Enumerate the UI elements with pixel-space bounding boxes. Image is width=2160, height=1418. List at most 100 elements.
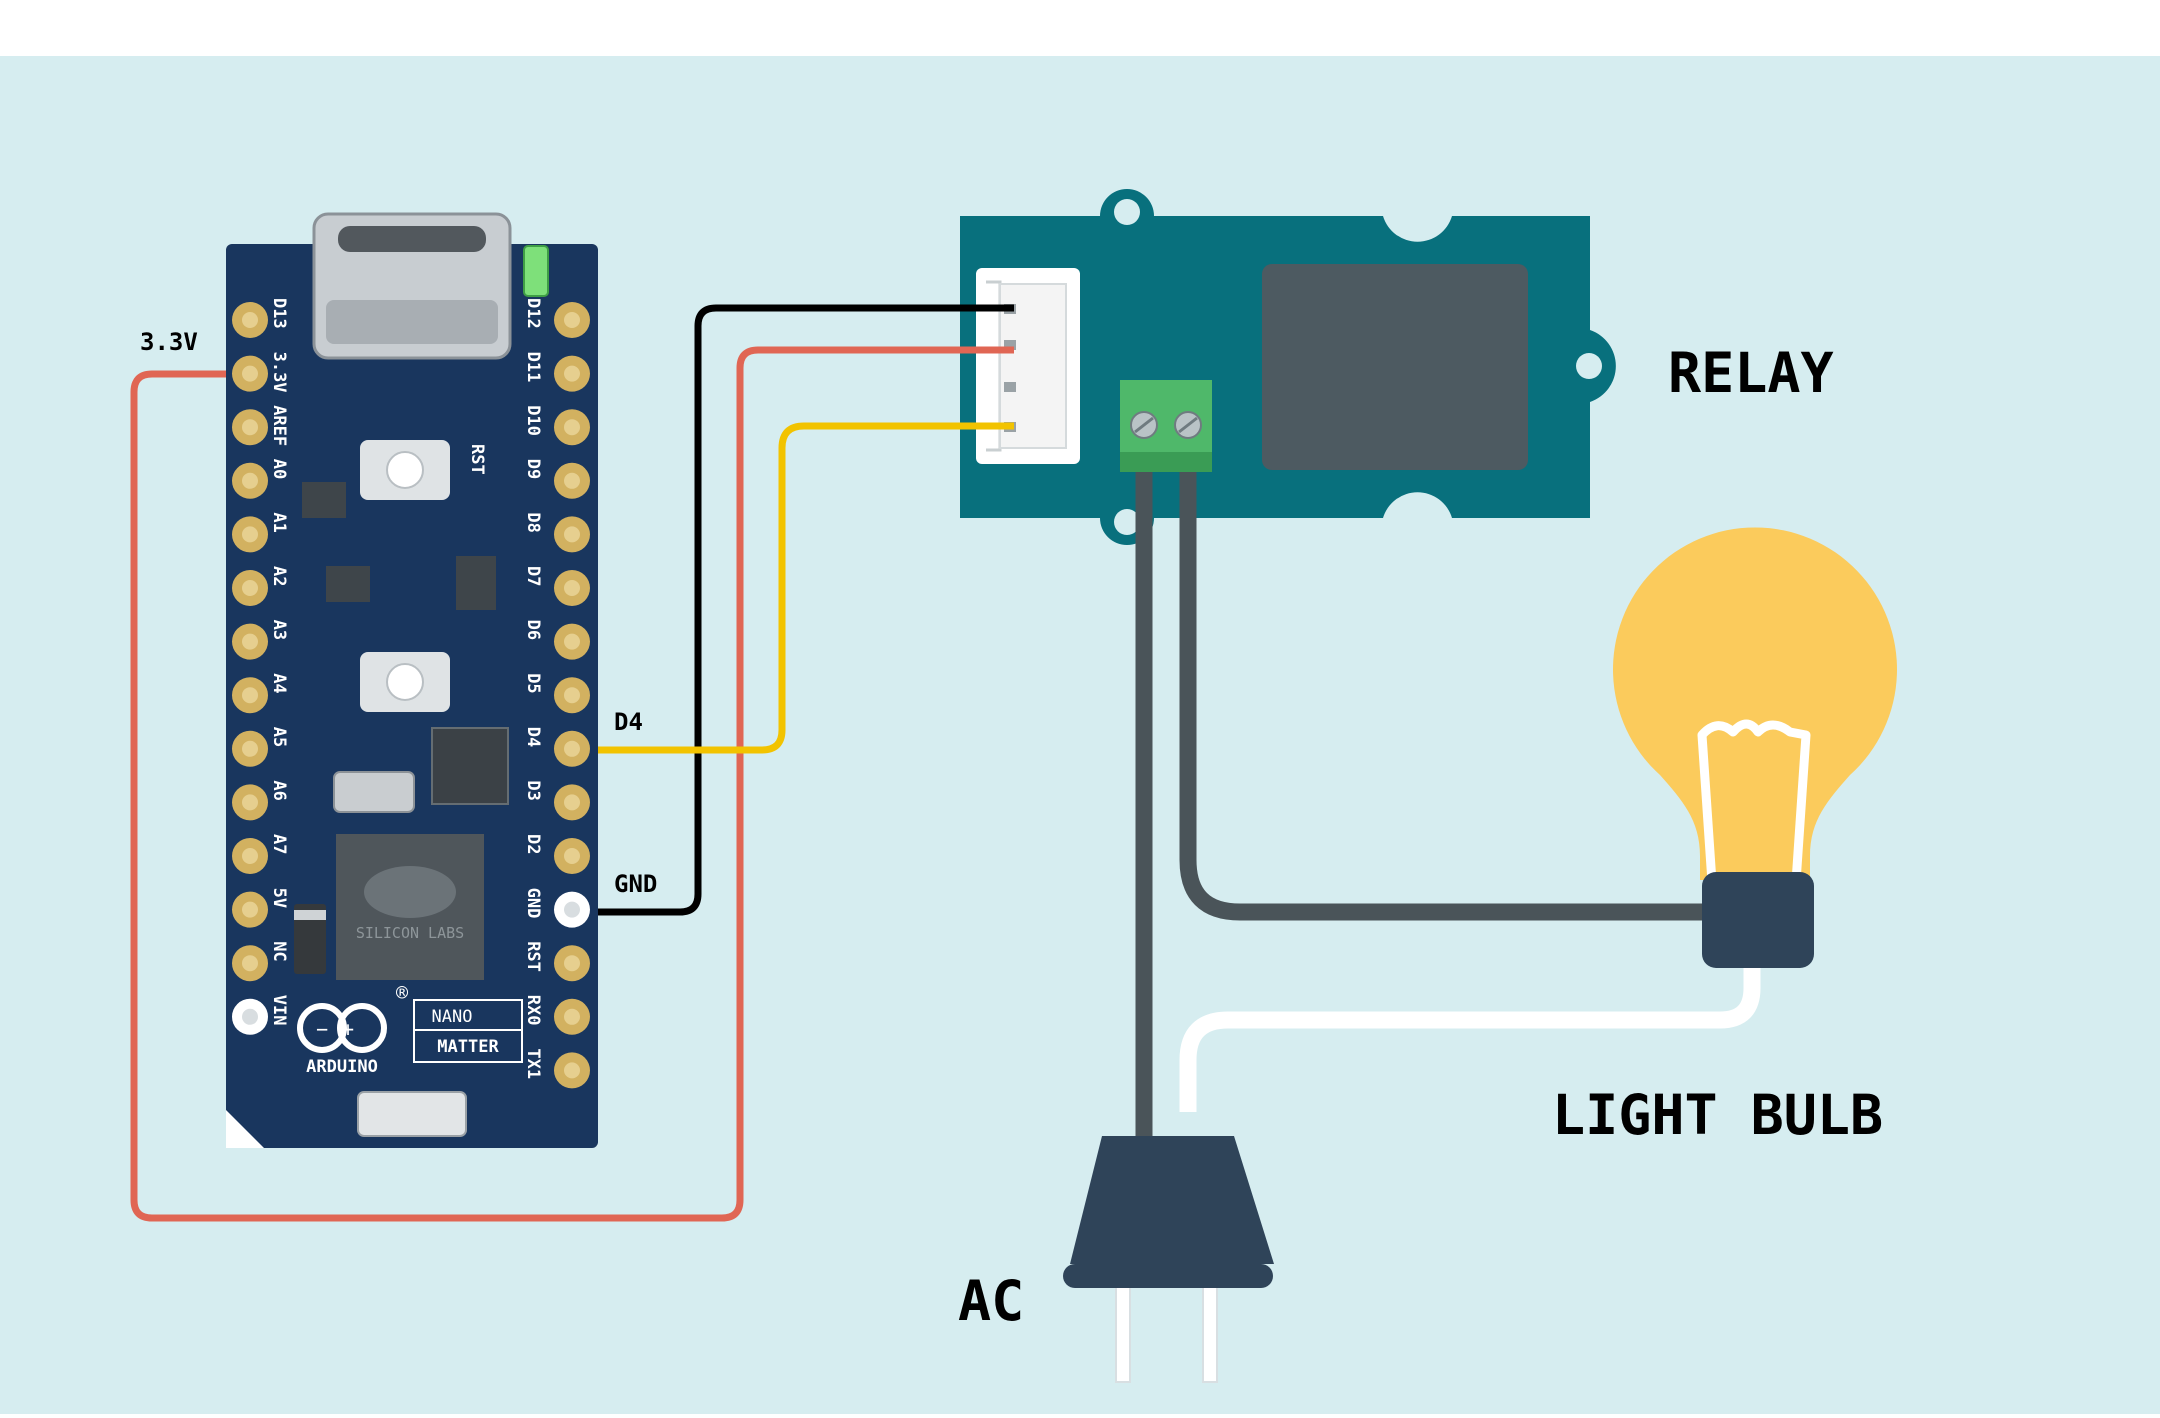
light-bulb-label: LIGHT BULB xyxy=(1552,1083,1883,1147)
model-name-line1: NANO xyxy=(432,1007,473,1027)
pin-silkscreen-label: A2 xyxy=(269,566,289,586)
diode xyxy=(294,904,326,974)
board-ic xyxy=(456,556,496,610)
header-pin-hole xyxy=(564,419,580,436)
arduino-logo-text: ARDUINO xyxy=(306,1057,378,1077)
silicon-labs-text: SILICON LABS xyxy=(356,924,464,942)
pin-silkscreen-label: A4 xyxy=(269,673,289,693)
ac-label: AC xyxy=(958,1269,1024,1333)
arduino-logo-icon xyxy=(297,1003,387,1053)
relay-to-bulb-cable xyxy=(1179,472,1710,921)
header-pin-hole xyxy=(242,419,258,436)
pin-silkscreen-label: D3 xyxy=(523,780,543,800)
pin-silkscreen-label: 5V xyxy=(269,888,289,908)
relay-label: RELAY xyxy=(1668,341,1834,405)
pin-silkscreen-label: NC xyxy=(269,941,289,961)
relay-mount-hole xyxy=(1114,509,1140,535)
pin-silkscreen-label: VIN xyxy=(269,995,289,1026)
header-pin-hole xyxy=(564,848,580,864)
terminal-block-base xyxy=(1120,452,1212,472)
pin-silkscreen-label: RST xyxy=(523,941,543,972)
pin-silkscreen-label: A3 xyxy=(269,620,289,640)
relay-module xyxy=(960,189,1616,545)
header-pin-hole xyxy=(564,580,580,596)
header-pin-hole xyxy=(564,794,580,811)
header-pin-hole xyxy=(564,472,580,489)
header-pin-hole xyxy=(564,955,580,972)
arduino-logo-glyphs: −+ xyxy=(316,1017,368,1041)
header-pin-hole xyxy=(564,1062,580,1079)
qfn-chip xyxy=(431,727,509,805)
pin-silkscreen-label: D13 xyxy=(269,298,289,329)
grove-pin xyxy=(1004,340,1016,350)
wire-3v3-red xyxy=(130,346,1014,1222)
light-bulb xyxy=(1612,527,1897,968)
header-pin-hole xyxy=(564,526,580,543)
pin-silkscreen-label: D6 xyxy=(523,620,543,640)
pin-silkscreen-label: D8 xyxy=(523,512,543,532)
bottom-connector xyxy=(357,1091,467,1137)
board-ic xyxy=(326,566,370,602)
header-pins: D133.3VAREFA0A1A2A3A4A5A6A75VNCVIND12D11… xyxy=(232,298,590,1089)
pin-silkscreen-label: GND xyxy=(523,888,543,919)
plug-prong xyxy=(1202,1281,1218,1383)
relay-mount-hole xyxy=(1576,353,1602,379)
header-pin-hole xyxy=(242,740,258,757)
pin-silkscreen-label: D11 xyxy=(523,352,543,383)
bulb-glass xyxy=(1612,527,1897,880)
plug-prong xyxy=(1115,1281,1131,1383)
pin-label-d4: D4 xyxy=(614,708,643,736)
pin-silkscreen-label: A1 xyxy=(269,512,289,532)
pin-silkscreen-label: D9 xyxy=(523,459,543,479)
header-pin-hole xyxy=(564,687,580,704)
pin-silkscreen-label: D2 xyxy=(523,834,543,854)
reset-label: RST xyxy=(467,444,487,475)
power-led xyxy=(523,245,549,297)
pin-silkscreen-label: A5 xyxy=(269,727,289,747)
bulb-cable-white xyxy=(1179,900,1761,1112)
pin-label-3v3: 3.3V xyxy=(140,328,198,356)
header-pin-hole xyxy=(564,740,580,757)
header-pin-hole xyxy=(242,312,258,328)
pin-silkscreen-label: 3.3V xyxy=(269,352,289,393)
header-pin-hole xyxy=(242,794,258,811)
ac-plug xyxy=(1063,1136,1274,1383)
wire-d4-yellow xyxy=(598,422,1014,754)
relay-chip xyxy=(1262,264,1528,470)
board-corner-marker xyxy=(226,1110,264,1148)
plug-body xyxy=(1070,1136,1274,1264)
diode-band xyxy=(294,910,326,920)
bulb-base xyxy=(1702,872,1814,968)
header-pin-hole xyxy=(242,687,258,704)
user-button xyxy=(386,663,424,701)
pin-silkscreen-label: D10 xyxy=(523,405,543,436)
pin-silkscreen-label: D7 xyxy=(523,566,543,586)
bulb-filament xyxy=(1697,719,1811,883)
header-pin-hole xyxy=(564,312,580,328)
pin-silkscreen-label: D12 xyxy=(523,298,543,329)
pin-silkscreen-label: RX0 xyxy=(523,995,543,1026)
model-name-line2: MATTER xyxy=(437,1037,499,1057)
screw-slot xyxy=(1134,416,1154,434)
pin-silkscreen-label: A0 xyxy=(269,459,289,479)
header-pin-hole xyxy=(564,365,580,382)
header-pin-hole xyxy=(564,633,580,650)
usb-c-port xyxy=(338,226,486,252)
grove-pin xyxy=(1004,382,1016,392)
pin-silkscreen-label: A7 xyxy=(269,834,289,854)
header-pin-hole xyxy=(242,365,258,382)
wire-gnd-black xyxy=(598,304,1014,916)
header-pin-hole xyxy=(242,955,258,972)
plug-face xyxy=(1063,1264,1273,1288)
header-pin-hole xyxy=(242,633,258,650)
pin-silkscreen-label: D5 xyxy=(523,673,543,693)
header-pin-hole xyxy=(564,901,580,918)
pin-silkscreen-label: AREF xyxy=(269,405,289,446)
arduino-nano-matter: SILICON LABS −+ ® ARDUINO NANO MATTER RS… xyxy=(226,212,598,1148)
pin-label-gnd: GND xyxy=(614,870,657,898)
header-pin-hole xyxy=(242,1008,258,1025)
header-pin-hole xyxy=(242,848,258,864)
relay-mount-hole xyxy=(1114,199,1140,225)
